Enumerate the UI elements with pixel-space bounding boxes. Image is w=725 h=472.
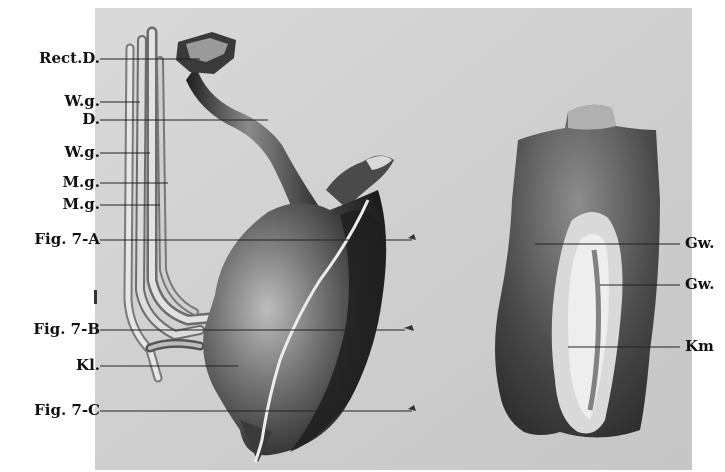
label-mg-2: M.g. <box>0 195 100 213</box>
label-kl: Kl. <box>0 356 100 374</box>
label-mg-1: M.g. <box>0 173 100 191</box>
label-rect-d: Rect.D. <box>0 49 100 67</box>
label-wg-2: W.g. <box>0 143 100 161</box>
label-fig-7a: Fig. 7-A <box>0 230 100 248</box>
label-fig-7c: Fig. 7-C <box>0 401 100 419</box>
label-gw-2: Gw. <box>685 275 714 293</box>
label-gw-1: Gw. <box>685 234 714 252</box>
label-fig-7b: Fig. 7-B <box>0 320 100 338</box>
label-wg-1: W.g. <box>0 92 100 110</box>
label-d: D. <box>0 110 100 128</box>
label-km: Km <box>685 337 714 355</box>
